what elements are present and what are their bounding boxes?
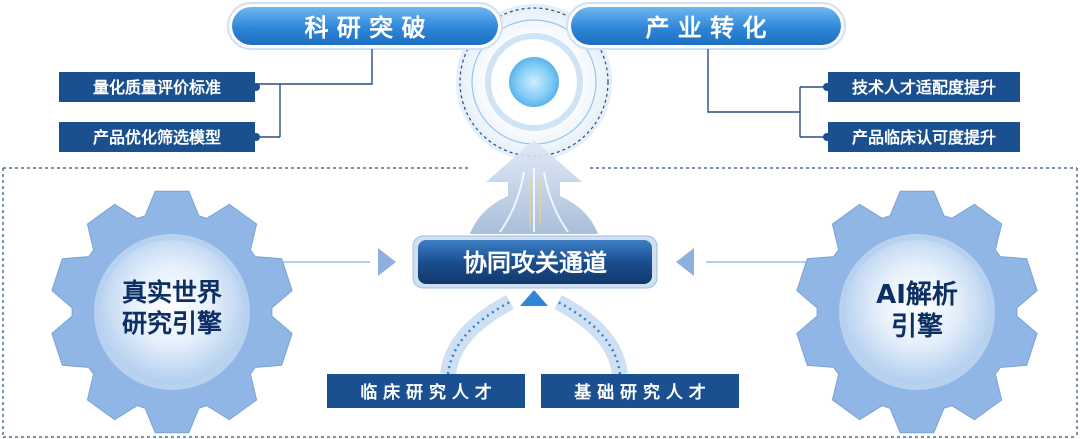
left-item-1-label: 量化质量评价标准 — [93, 78, 221, 97]
right-connector-lines — [707, 49, 828, 138]
right-gear-label-line-1: AI解析 — [876, 280, 958, 310]
right-item-1-label: 技术人才适配度提升 — [852, 78, 996, 97]
top-right-pill: 产 业 转 化 — [566, 2, 846, 50]
channel-label: 协同攻关通道 — [463, 249, 607, 277]
left-item-2-label: 产品优化筛选模型 — [93, 128, 221, 147]
bottom-item-1: 临 床 研 究 人 才 — [327, 374, 525, 408]
gear-hub — [845, 240, 989, 384]
left-item-1: 量化质量评价标准 — [59, 72, 255, 102]
right-item-2: 产品临床认可度提升 — [828, 122, 1020, 152]
left-connector-lines — [256, 49, 373, 138]
left-gear-label-line-2: 研究引擎 — [122, 309, 222, 338]
left-gear-label-line-1: 真实世界 — [122, 278, 222, 307]
top-right-pill-label: 产 业 转 化 — [645, 14, 766, 42]
bottom-item-2: 基 础 研 究 人 才 — [541, 374, 739, 408]
left-pointer-arrow — [268, 248, 396, 276]
right-gear-icon — [796, 190, 1038, 434]
top-left-pill: 科 研 突 破 — [227, 2, 503, 50]
channel-box: 协同攻关通道 — [412, 235, 658, 289]
bottom-item-2-label: 基 础 研 究 人 才 — [573, 382, 706, 403]
top-left-pill-label: 科 研 突 破 — [304, 14, 425, 42]
left-gear-icon — [51, 190, 293, 434]
bottom-flow-arrows — [440, 294, 628, 376]
outer-dashed-frame — [2, 167, 1078, 438]
bottom-item-1-label: 临 床 研 究 人 才 — [360, 382, 492, 403]
right-pointer-arrow — [676, 248, 812, 276]
up-arrow-icon — [470, 140, 598, 234]
right-item-2-label: 产品临床认可度提升 — [852, 128, 996, 147]
up-chevron-icon — [520, 290, 548, 306]
right-item-1: 技术人才适配度提升 — [828, 72, 1020, 102]
right-gear-label-line-2: 引擎 — [891, 312, 943, 342]
gear-hub — [100, 240, 244, 384]
left-item-2: 产品优化筛选模型 — [59, 122, 255, 152]
